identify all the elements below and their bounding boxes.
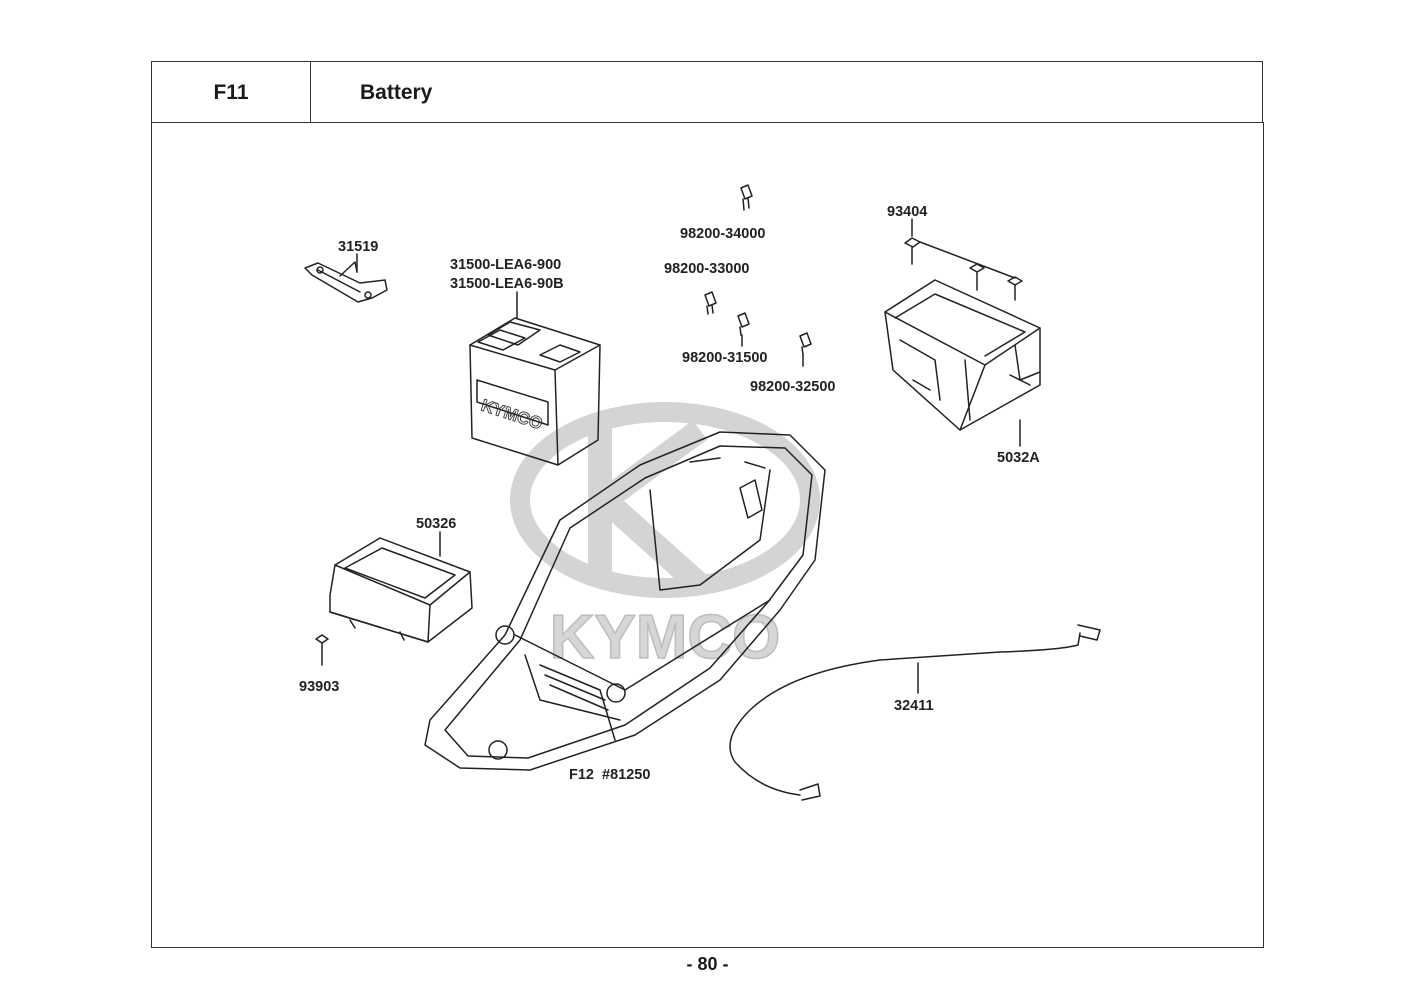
section-title-cell: Battery [310,61,1263,123]
part-label-93404: 93404 [887,204,927,220]
storage-box-F12-part [424,431,826,771]
part-label-F12: F12 #81250 [569,767,650,783]
part-label-31500-900: 31500-LEA6-900 [450,257,561,273]
fuse-32500-part [799,332,812,356]
kymco-watermark-logo: KYMCO [510,402,820,673]
cable-32411-part [729,624,1101,801]
part-label-98200-31500: 98200-31500 [682,350,767,366]
page-number: - 80 - [686,954,729,974]
part-label-98200-32500: 98200-32500 [750,379,835,395]
screw-93903-part [315,634,329,666]
part-label-98200-33000: 98200-33000 [664,261,749,277]
watermark-text: KYMCO [550,603,781,672]
part-label-98200-34000: 98200-34000 [680,226,765,242]
part-label-50326: 50326 [416,516,456,532]
section-code-cell: F11 [151,61,311,123]
screws-93404-part [904,237,1023,301]
fuse-31500-part [737,312,750,336]
section-title: Battery [360,81,433,104]
section-code: F11 [213,81,249,104]
part-label-5032A: 5032A [997,450,1040,466]
part-label-31500-90B: 31500-LEA6-90B [450,276,564,292]
bracket-31519-part [304,261,388,303]
cover-50326-part [329,537,473,643]
battery-part: KYMCO [469,317,601,466]
fuse-34000-part [740,184,753,211]
fuse-33000-part [704,291,717,315]
part-label-31519: 31519 [338,239,378,255]
part-label-93903: 93903 [299,679,339,695]
battery-case-5032A-part [884,279,1041,431]
part-label-32411: 32411 [894,698,934,714]
diagram-area [151,122,1264,948]
battery-brand-text: KYMCO [479,396,545,434]
